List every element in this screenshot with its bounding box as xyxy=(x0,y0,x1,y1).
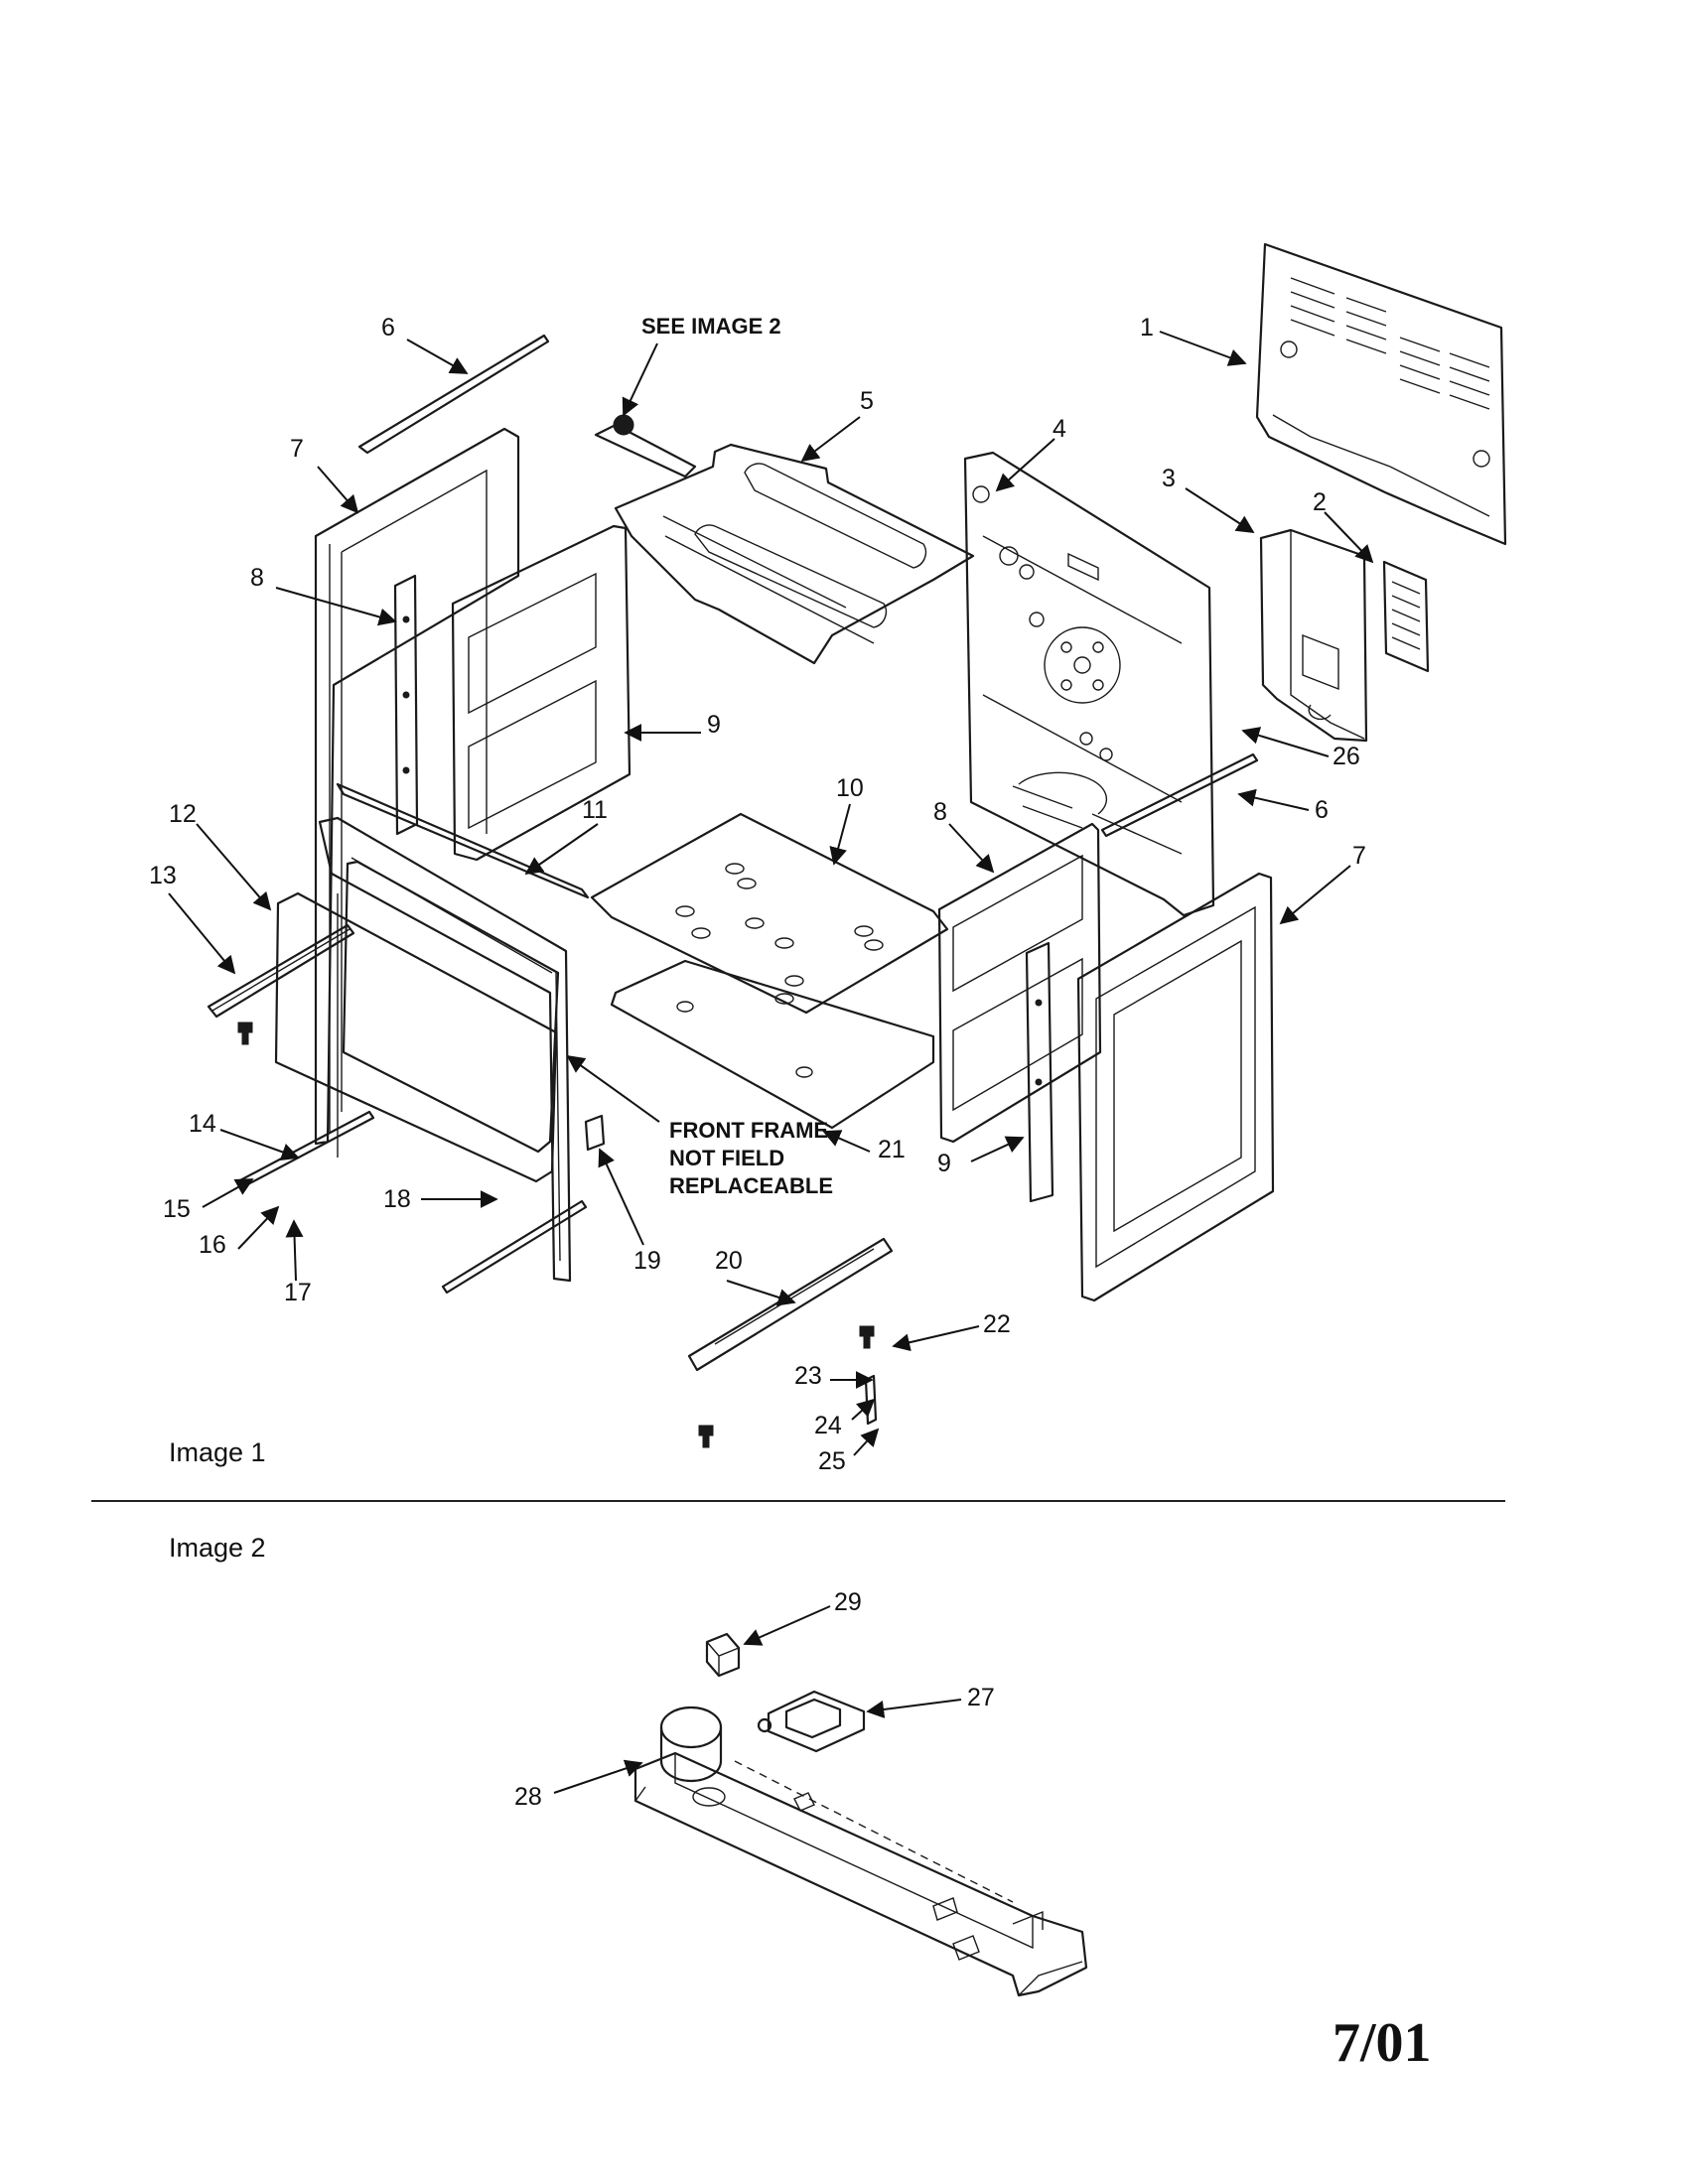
callout-3: 3 xyxy=(1162,465,1176,492)
door-gasket-part xyxy=(274,860,560,1183)
callout-17: 17 xyxy=(284,1279,312,1306)
rear-frame-part xyxy=(963,451,1215,917)
control-board-part xyxy=(757,1690,866,1753)
image1-label: Image 1 xyxy=(169,1437,266,1467)
callout-10: 10 xyxy=(836,774,864,802)
callout-numbers-image1: 1 2 3 4 5 6 7 8 9 10 11 12 13 14 15 16 1… xyxy=(149,314,1366,1475)
callout-7: 7 xyxy=(290,435,304,463)
slide-rail-part xyxy=(207,923,355,1019)
front-brace-part xyxy=(336,782,590,899)
callout-9b: 8 xyxy=(933,798,947,826)
callout-6b: 6 xyxy=(1315,796,1329,824)
vent-cover-part xyxy=(1382,560,1430,673)
callout-25: 25 xyxy=(818,1447,846,1475)
callout-12: 12 xyxy=(169,800,197,828)
callout-1: 1 xyxy=(1140,314,1154,341)
cavity-bottom-part xyxy=(590,812,949,1015)
callout-14: 14 xyxy=(189,1110,216,1138)
callout-28: 28 xyxy=(514,1783,542,1811)
callout-numbers-image2: 29 27 28 xyxy=(514,1588,995,1811)
inner-side-panel-part xyxy=(451,524,632,862)
image2-label: Image 2 xyxy=(169,1533,266,1563)
callout-21: 21 xyxy=(878,1136,906,1163)
callout-15: 15 xyxy=(163,1195,191,1223)
insulation-pad-part xyxy=(610,959,935,1130)
callout-11: 11 xyxy=(582,796,608,824)
callout-19: 19 xyxy=(633,1247,661,1275)
callout-9: 9 xyxy=(707,711,721,739)
side-trim-right-part xyxy=(1025,941,1054,1203)
front-frame-note-line1: FRONT FRAME xyxy=(669,1118,828,1143)
callout-16: 16 xyxy=(199,1231,226,1259)
top-panel-part xyxy=(594,414,975,665)
callout-26: 26 xyxy=(1333,743,1360,770)
callout-7b: 7 xyxy=(1352,842,1366,870)
callout-22: 22 xyxy=(983,1310,1011,1338)
leader-lines xyxy=(168,331,1374,1456)
callout-24: 24 xyxy=(814,1412,842,1439)
revision-date: 7/01 xyxy=(1333,2012,1432,2074)
callout-2: 2 xyxy=(1313,488,1327,516)
notes-image1: SEE IMAGE 2 FRONT FRAME NOT FIELD REPLAC… xyxy=(641,314,833,1198)
bottom-rail-part xyxy=(236,1110,894,1372)
screw-part xyxy=(237,1022,875,1448)
rear-panel-part xyxy=(1255,242,1507,546)
callout-5: 5 xyxy=(860,387,874,415)
sensor-bracket-assembly-part xyxy=(633,1706,1088,1997)
limit-switch-part xyxy=(705,1632,741,1678)
callout-27: 27 xyxy=(967,1684,995,1711)
front-frame-note-line2: NOT FIELD xyxy=(669,1146,784,1170)
electrical-box-part xyxy=(1259,528,1368,743)
trim-strip-part xyxy=(357,334,1259,838)
callout-29: 29 xyxy=(834,1588,862,1616)
left-side-panel-part xyxy=(314,427,520,1146)
side-trim-part xyxy=(393,574,419,836)
right-side-panel-part xyxy=(1076,872,1275,1302)
callout-23: 23 xyxy=(794,1362,822,1390)
see-image-2-note: SEE IMAGE 2 xyxy=(641,314,781,339)
callout-6: 6 xyxy=(381,314,395,341)
leader-lines-image2 xyxy=(553,1605,962,1794)
callout-13: 13 xyxy=(149,862,177,889)
callout-8b: 9 xyxy=(937,1150,951,1177)
front-frame-note-line3: REPLACEABLE xyxy=(669,1173,833,1198)
callout-8: 8 xyxy=(250,564,264,592)
callout-4: 4 xyxy=(1052,415,1066,443)
callout-18: 18 xyxy=(383,1185,411,1213)
inner-side-panel-right-part xyxy=(937,822,1102,1144)
front-frame xyxy=(318,816,572,1283)
callout-20: 20 xyxy=(715,1247,743,1275)
